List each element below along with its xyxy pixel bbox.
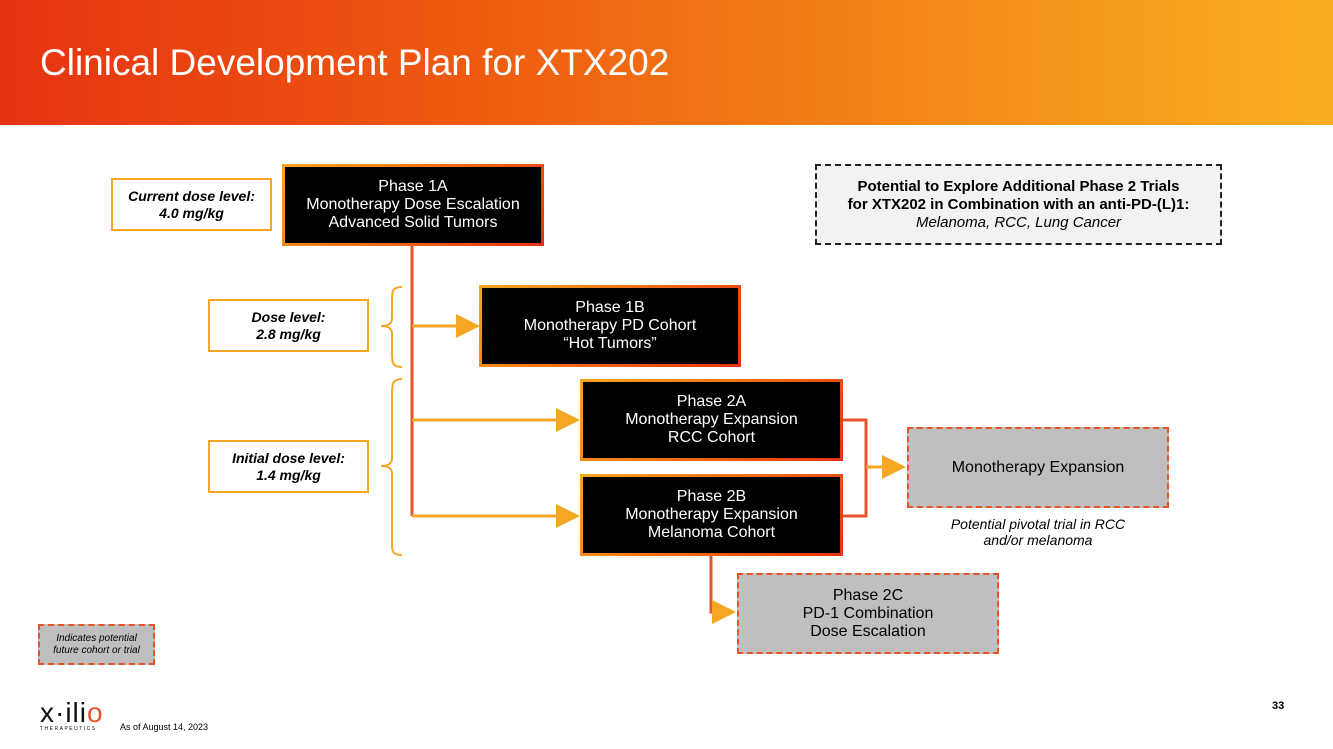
legend-line: future cohort or trial xyxy=(53,644,140,656)
dose-level-label: Initial dose level: xyxy=(232,449,345,466)
phase-2a-box: Phase 2A Monotherapy Expansion RCC Cohor… xyxy=(580,379,843,461)
phase-line: Monotherapy Expansion xyxy=(625,411,798,428)
phase-line: Advanced Solid Tumors xyxy=(328,214,498,231)
legend-line: Indicates potential xyxy=(56,632,137,644)
phase-line: RCC Cohort xyxy=(667,429,756,446)
monotherapy-expansion-box: Monotherapy Expansion xyxy=(907,427,1169,508)
dose-level-value: 1.4 mg/kg xyxy=(256,466,321,483)
phase-line: Monotherapy Expansion xyxy=(625,506,798,523)
as-of-date: As of August 14, 2023 xyxy=(120,722,209,732)
dose-level-current: Current dose level: 4.0 mg/kg xyxy=(111,178,272,231)
phase-line: Dose Escalation xyxy=(810,622,926,640)
note-line: Potential to Explore Additional Phase 2 … xyxy=(857,177,1180,195)
legend-box: Indicates potential future cohort or tri… xyxy=(38,624,155,665)
phase-title: Phase 2B xyxy=(676,488,747,505)
dose-level-label: Current dose level: xyxy=(128,187,255,204)
caption-line: and/or melanoma xyxy=(983,532,1093,548)
dose-level-mid: Dose level: 2.8 mg/kg xyxy=(208,299,369,352)
phase-1b-box: Phase 1B Monotherapy PD Cohort “Hot Tumo… xyxy=(479,285,741,367)
additional-trials-note: Potential to Explore Additional Phase 2 … xyxy=(815,164,1222,245)
page-number: 33 xyxy=(1272,700,1285,712)
phase-line: Monotherapy Dose Escalation xyxy=(306,196,520,213)
dose-level-value: 4.0 mg/kg xyxy=(159,204,224,221)
expansion-label: Monotherapy Expansion xyxy=(951,458,1125,476)
phase-2c-box: Phase 2C PD-1 Combination Dose Escalatio… xyxy=(737,573,999,654)
phase-2b-box: Phase 2B Monotherapy Expansion Melanoma … xyxy=(580,474,843,556)
phase-line: “Hot Tumors” xyxy=(563,335,657,352)
phase-title: Phase 2A xyxy=(676,393,747,410)
phase-line: PD-1 Combination xyxy=(802,604,934,622)
phase-1a-box: Phase 1A Monotherapy Dose Escalation Adv… xyxy=(282,164,544,246)
note-line: for XTX202 in Combination with an anti-P… xyxy=(847,195,1190,213)
phase-title: Phase 1B xyxy=(575,299,645,316)
page-title: Clinical Development Plan for XTX202 xyxy=(40,42,670,83)
dose-level-initial: Initial dose level: 1.4 mg/kg xyxy=(208,440,369,493)
pivotal-trial-caption: Potential pivotal trial in RCC and/or me… xyxy=(918,516,1158,548)
phase-line: Monotherapy PD Cohort xyxy=(523,317,697,334)
caption-line: Potential pivotal trial in RCC xyxy=(950,516,1126,532)
phase-title: Phase 1A xyxy=(378,178,448,195)
phase-title: Phase 2C xyxy=(832,586,904,604)
header-banner xyxy=(0,0,1333,125)
phase-line: Melanoma Cohort xyxy=(647,524,776,541)
dose-level-value: 2.8 mg/kg xyxy=(256,325,321,342)
note-line: Melanoma, RCC, Lung Cancer xyxy=(915,213,1122,231)
xilio-logo: x·ilio THERAPEUTICS xyxy=(40,697,104,733)
dose-level-label: Dose level: xyxy=(251,308,326,325)
